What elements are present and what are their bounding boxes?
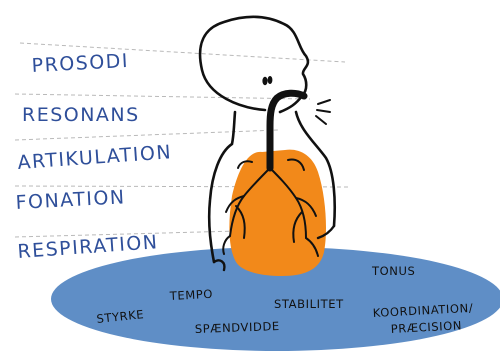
label-tonus: TONUS [371,264,415,278]
eye-right [268,76,273,84]
guide-line-artikulation [15,130,278,140]
lungs-shape [229,150,326,276]
label-praecision: PRÆCISION [390,318,462,336]
label-stabilitet: STABILITET [274,297,344,311]
sound-lines-icon [316,100,330,124]
label-fonation: FONATION [15,186,126,214]
label-tempo: TEMPO [168,287,213,303]
eye-left [262,77,267,85]
guide-line-resonans [15,94,310,99]
label-resonans: RESONANS [22,104,140,126]
label-spaendvidde: SPÆNDVIDDE [195,319,280,336]
label-artikulation: ARTIKULATION [17,141,173,174]
label-prosodi: PROSODI [31,50,129,77]
